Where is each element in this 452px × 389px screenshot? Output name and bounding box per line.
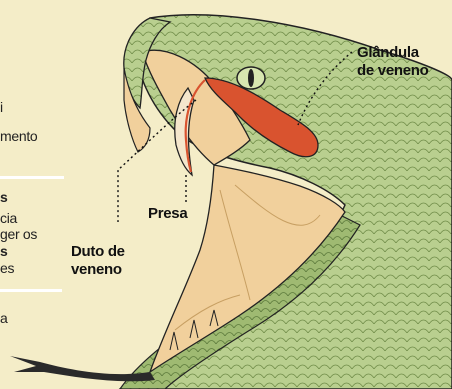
text-fragment-3: s (0, 189, 8, 205)
duct-label-line1: Duto de (71, 243, 125, 261)
gland-label-line2: de veneno (357, 62, 429, 80)
text-fragment-8: a (0, 310, 8, 326)
divider-1 (0, 176, 64, 179)
text-fragment-4: cia (0, 210, 17, 226)
divider-2 (0, 289, 62, 292)
gland-label-line1: Glândula (357, 44, 419, 62)
text-fragment-1: i (0, 99, 3, 115)
text-fragment-7: es (0, 260, 14, 276)
text-fragment-6: s (0, 243, 8, 259)
tongue (10, 356, 155, 381)
text-fragment-5: ger os (0, 226, 37, 242)
duct-label-line2: veneno (71, 261, 122, 279)
text-fragment-2: mento (0, 128, 37, 144)
fang-label: Presa (148, 205, 187, 223)
